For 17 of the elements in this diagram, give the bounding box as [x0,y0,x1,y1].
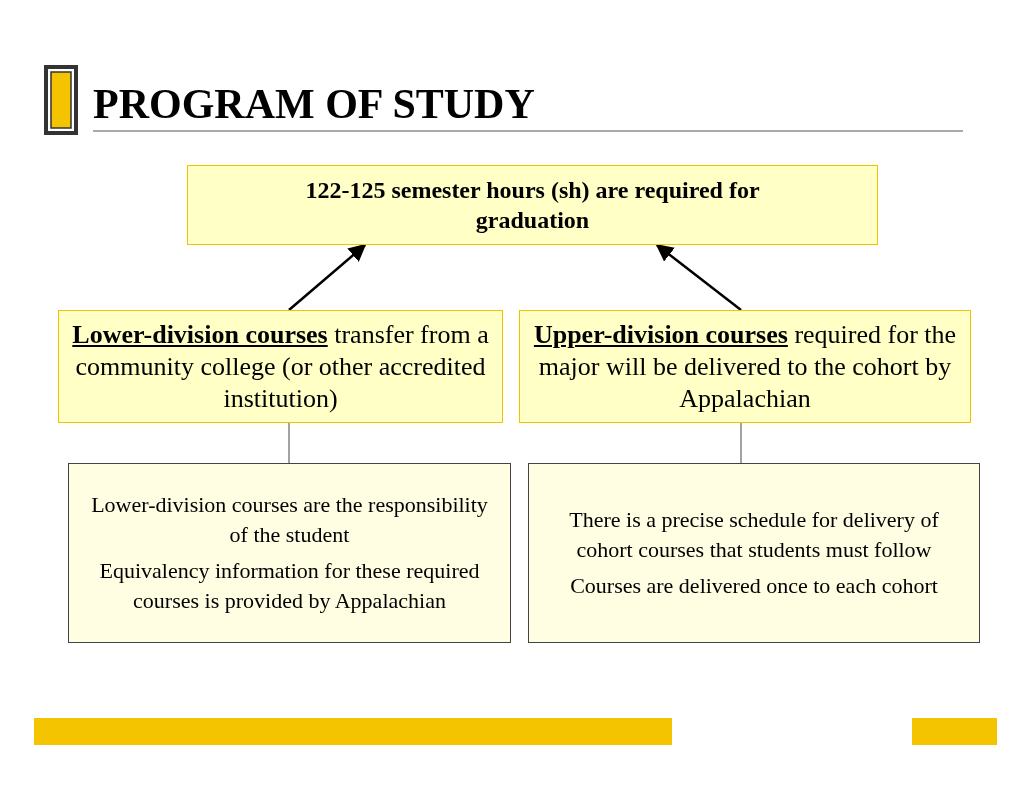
node-text: Lower-division courses transfer from a community college (or other accredited institution) [71,318,490,415]
arrow [288,243,367,311]
note-box [68,463,511,643]
text-box [187,165,878,245]
text-box [58,310,503,423]
text-box [519,310,971,423]
node-text: There is a precise schedule for delivery of cohort courses that students must follow [568,506,940,564]
note-box [528,463,980,643]
node-text: 122-125 semester hours (sh) are required for graduation [304,176,761,235]
title: PROGRAM OF STUDY [93,80,535,128]
node-text: Courses are delivered once to each cohort [570,572,938,600]
connector-line [288,422,290,464]
node-text: Lower-division courses are the responsibility of the student [90,491,489,549]
node-text: Equivalency information for these required courses is provided by Appalachian [98,557,481,615]
connector-line [740,422,742,464]
node-text: Upper-division courses required for the major will be delivered to the cohort by Appalachian [532,318,958,415]
arrow [655,243,742,311]
